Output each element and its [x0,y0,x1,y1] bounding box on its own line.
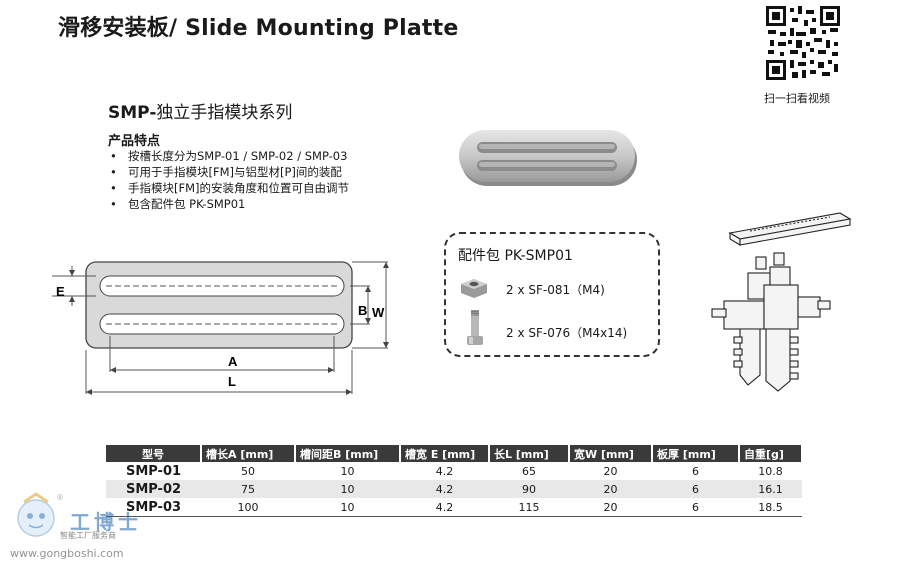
bullet: • [110,165,117,179]
feature-item: • 可用于手指模块[FM]与铝型材[P]间的装配 [110,164,349,180]
table-cell: 10.8 [739,462,802,480]
qr-code-icon[interactable] [766,6,840,80]
accessory-item: 2 x SF-076（M4x14) [506,326,628,340]
table-cell: 6 [652,480,739,498]
registered-mark: ® [56,493,64,502]
column-header: 槽宽 E [mm] [400,445,490,462]
table-cell: 75 [201,480,295,498]
page-title: 滑移安装板/ Slide Mounting Platte [58,16,459,41]
dim-label-e: E [56,284,65,299]
spec-table: 型号 槽长A [mm] 槽间距B [mm] 槽宽 E [mm] 长L [mm] … [106,445,803,517]
dim-label-a: A [228,354,238,369]
series-name: 独立手指模块系列 [156,103,293,123]
gongboshi-mascot-logo: ® [17,492,64,537]
accessory-kit-title: 配件包 PK-SMP01 [458,248,573,264]
column-header: 自重[g] [739,445,803,462]
column-header: 宽W [mm] [569,445,653,462]
column-header: 槽间距B [mm] [295,445,401,462]
table-cell: 20 [569,480,652,498]
accessory-item: 2 x SF-081（M4) [506,283,605,297]
feature-text: 按槽长度分为SMP-01 / SMP-02 / SMP-03 [128,149,348,163]
column-header: 板厚 [mm] [652,445,740,462]
feature-item: • 按槽长度分为SMP-01 / SMP-02 / SMP-03 [110,148,349,164]
feature-text: 可用于手指模块[FM]与铝型材[P]间的装配 [128,165,342,179]
series-title: SMP-独立手指模块系列 [108,98,292,123]
table-cell: 115 [489,498,569,517]
table-cell: 65 [489,462,569,480]
feature-text: 包含配件包 PK-SMP01 [128,197,246,211]
qr-caption: 扫一扫看视频 [764,92,830,105]
logo-tagline: 智能工厂服务商 [60,531,116,540]
table-cell: 6 [652,498,739,517]
table-cell: 20 [569,462,652,480]
feature-text: 手指模块[FM]的安装角度和位置可自由调节 [128,181,350,195]
cell-model: SMP-01 [106,462,201,480]
table-row: SMP-03 100 10 4.2 115 20 6 18.5 [106,498,802,517]
table-cell: 10 [295,480,400,498]
table-header-row: 型号 槽长A [mm] 槽间距B [mm] 槽宽 E [mm] 长L [mm] … [106,445,803,462]
logo-name: 工博士 [70,510,142,534]
table-cell: 90 [489,480,569,498]
features-heading: 产品特点 [108,134,161,149]
table-cell: 10 [295,462,400,480]
column-header: 型号 [106,445,202,462]
logo-url[interactable]: www.gongboshi.com [10,547,124,560]
table-cell: 10 [295,498,400,517]
features-list: • 按槽长度分为SMP-01 / SMP-02 / SMP-03 • 可用于手指模块… [110,148,349,212]
table-cell: 4.2 [400,462,489,480]
cell-model: SMP-03 [106,498,201,517]
cell-model: SMP-02 [106,480,201,498]
screw-icon [467,310,483,345]
bullet: • [110,181,117,195]
table-cell: 100 [201,498,295,517]
column-header: 槽长A [mm] [201,445,296,462]
dim-label-w: W [372,305,385,320]
accessory-kit-box [444,232,660,357]
square-nut-icon [461,279,487,298]
series-code: SMP- [108,103,157,123]
table-cell: 16.1 [739,480,802,498]
dim-label-b: B [358,303,367,318]
bullet: • [110,197,117,211]
table-cell: 18.5 [739,498,802,517]
column-header: 长L [mm] [489,445,570,462]
feature-item: • 包含配件包 PK-SMP01 [110,196,349,212]
table-cell: 6 [652,462,739,480]
table-row: SMP-01 50 10 4.2 65 20 6 10.8 [106,462,802,480]
table-cell: 4.2 [400,480,489,498]
feature-item: • 手指模块[FM]的安装角度和位置可自由调节 [110,180,349,196]
dim-label-l: L [228,374,236,389]
table-cell: 50 [201,462,295,480]
table-cell: 20 [569,498,652,517]
table-cell: 4.2 [400,498,489,517]
gripper-assembly-drawing [711,212,852,392]
slide-plate-photo [459,130,637,186]
bullet: • [110,149,117,163]
dimension-drawing: E B W A L [52,261,389,395]
table-row: SMP-02 75 10 4.2 90 20 6 16.1 [106,480,802,498]
